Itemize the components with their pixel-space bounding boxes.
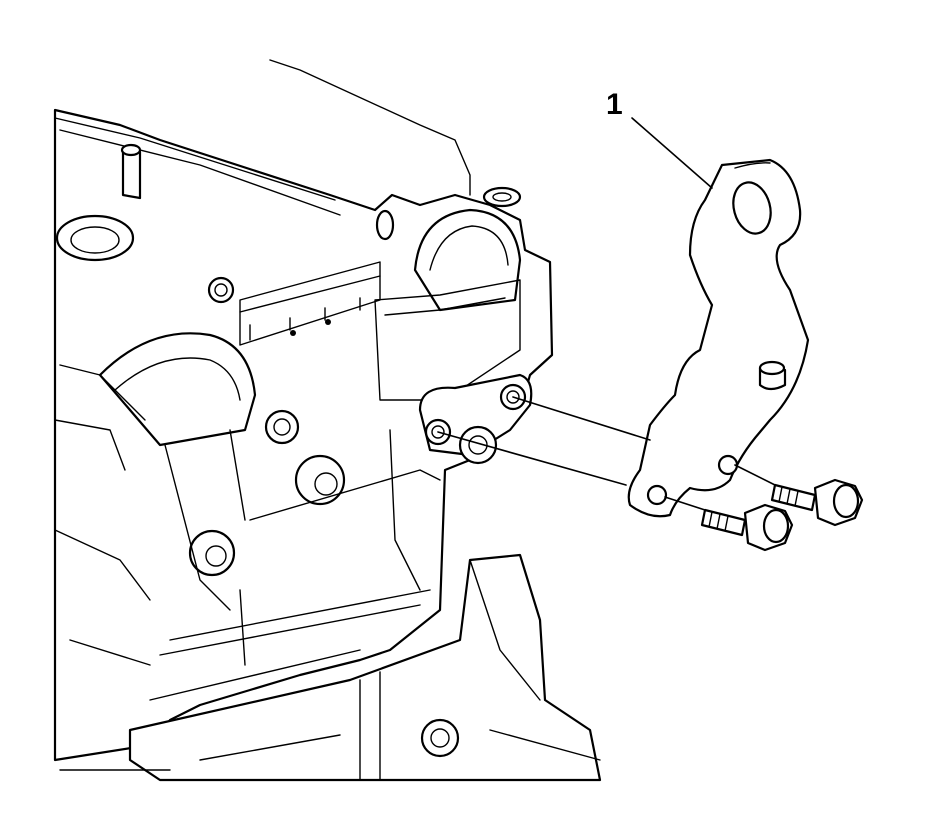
callout-leader-line [631, 117, 713, 189]
alignment-lines [437, 396, 776, 511]
bracket-bolt-upper [770, 478, 864, 527]
lift-bracket [627, 158, 810, 518]
bracket-bolt-lower [700, 503, 794, 552]
engine-cylinder-head [53, 59, 602, 782]
callout-number-1: 1 [606, 88, 623, 121]
